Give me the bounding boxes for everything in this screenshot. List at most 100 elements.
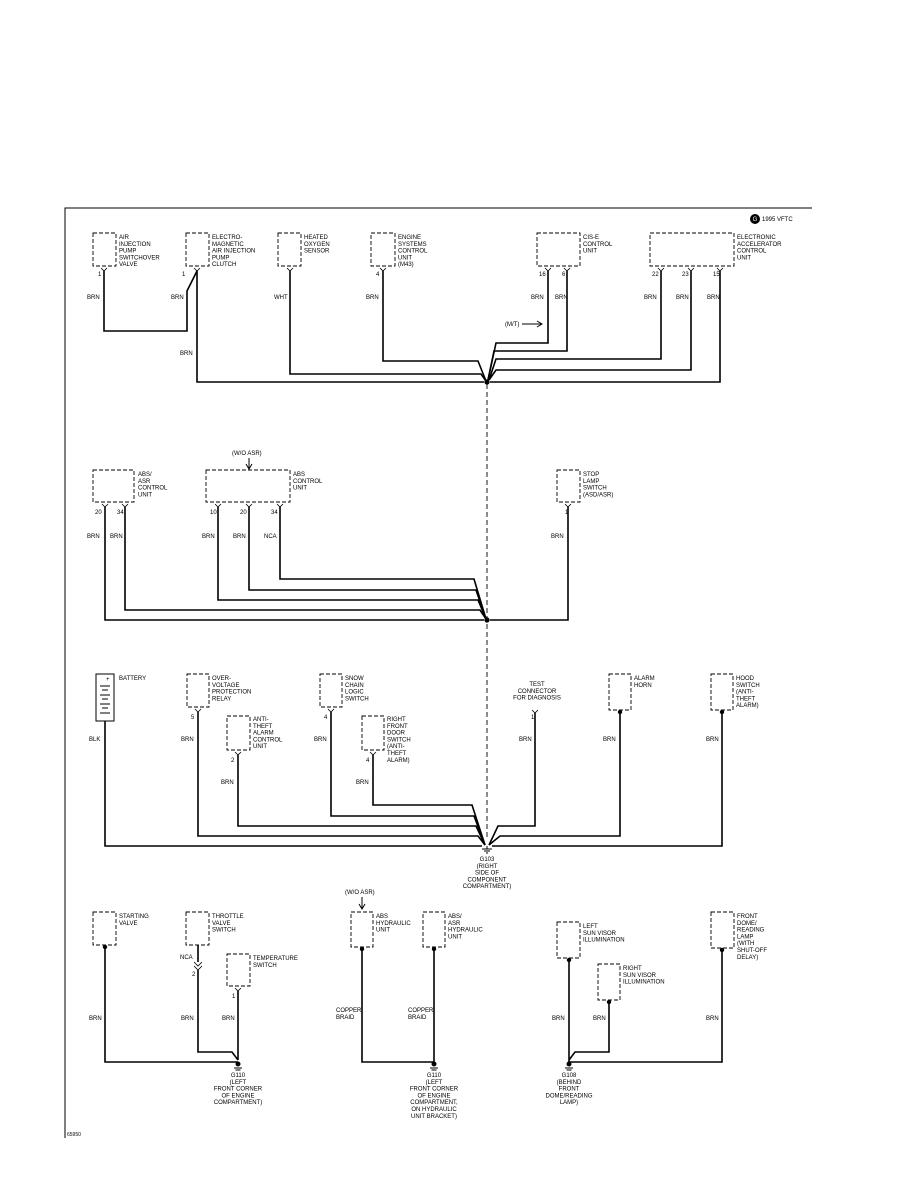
abs-asr-control-unit[interactable] — [92, 469, 135, 503]
throttle-valve-switch[interactable] — [185, 911, 210, 946]
engine-systems-control-unit[interactable] — [370, 232, 396, 267]
temperature-switch[interactable] — [226, 953, 251, 987]
label-line: (ANTI- — [387, 744, 405, 750]
wire-throttle[interactable] — [197, 945, 239, 1061]
pin-symbol — [100, 267, 724, 272]
label-line: AIR — [119, 235, 130, 241]
label-line: UNIT — [737, 255, 751, 261]
splice-1[interactable] — [484, 379, 490, 385]
label-line: FRONT — [559, 1087, 580, 1093]
antitheft-alarm-control-unit[interactable] — [226, 715, 251, 751]
stop-lamp-switch[interactable] — [556, 469, 581, 503]
label-line: CHAIN — [345, 683, 364, 689]
ground-g110-hyd-icon[interactable] — [430, 1061, 438, 1071]
wire-label-cise-b: BRN — [555, 295, 568, 301]
wire-starting-valve[interactable] — [104, 947, 238, 1063]
wire-battery[interactable] — [104, 721, 482, 847]
wire-abs-a[interactable] — [217, 507, 487, 620]
label-line: UNIT — [448, 934, 462, 940]
label-line: ALARM — [634, 676, 655, 682]
wire-abs-c[interactable] — [279, 507, 487, 620]
label-line: ALARM — [253, 731, 274, 737]
wire-abs-hydraulic[interactable] — [361, 949, 434, 1063]
label-line: HOOD — [736, 676, 755, 682]
label-line: FRONT CORNER — [214, 1087, 263, 1093]
label-line: CONNECTOR — [518, 689, 557, 695]
wire-overvoltage[interactable] — [197, 712, 486, 846]
electronic-accelerator-control-unit[interactable] — [649, 232, 735, 267]
splice-2[interactable] — [484, 617, 490, 623]
wire-acc-a[interactable] — [488, 271, 662, 381]
label-line: ALARM) — [387, 758, 410, 764]
ground-g103-icon[interactable] — [482, 846, 492, 854]
wire-acc-b[interactable] — [488, 271, 692, 381]
wire-em-clutch[interactable] — [196, 271, 484, 383]
label-line: CONTROL — [398, 249, 428, 255]
wire-test-conn[interactable] — [488, 713, 536, 846]
wire-eng[interactable] — [382, 271, 487, 382]
front-dome-reading-lamp[interactable] — [710, 911, 735, 949]
wire-antitheft[interactable] — [237, 755, 486, 846]
diagram-frame — [64, 207, 812, 1138]
ground-g110-icon[interactable] — [234, 1061, 242, 1071]
wire-label-acc-a: BRN — [644, 295, 657, 301]
label-line: SHUT-OFF — [737, 948, 767, 954]
right-sun-visor-illumination[interactable] — [597, 963, 621, 1001]
wire-dome[interactable] — [569, 950, 723, 1063]
wire-abs-b[interactable] — [248, 507, 487, 620]
battery[interactable] — [95, 673, 115, 722]
wire-air-pump[interactable] — [103, 270, 198, 332]
pin-asr-a: 20 — [95, 510, 102, 516]
air-pump-switchover-valve[interactable] — [92, 232, 117, 267]
abs-hydraulic-unit[interactable] — [350, 911, 374, 948]
wire-label-acc-c: BRN — [707, 295, 720, 301]
wire-front-door[interactable] — [372, 755, 486, 846]
wire-label-snow: BRN — [314, 737, 327, 743]
label-line: UNIT BRACKET) — [411, 1114, 457, 1120]
wire-abs-asr-b[interactable] — [124, 507, 487, 620]
label-line: SWITCH — [345, 696, 369, 702]
em-air-pump-clutch[interactable] — [185, 232, 210, 267]
wire-alarm-horn[interactable] — [488, 712, 621, 846]
heated-oxygen-sensor[interactable] — [277, 232, 302, 267]
overvoltage-protection-relay[interactable] — [186, 673, 210, 708]
abs-control-unit[interactable] — [205, 469, 291, 503]
test-connector[interactable] — [531, 709, 539, 714]
wire-stop-lamp[interactable] — [490, 507, 569, 621]
wire-o2[interactable] — [289, 271, 487, 382]
wire-right-visor[interactable] — [568, 1002, 610, 1061]
pin-acc-a: 22 — [652, 272, 659, 278]
note-wo-asr-2: (W/O ASR) — [232, 451, 262, 457]
label-line: SENSOR — [304, 249, 330, 255]
note-mt-arrow — [522, 320, 543, 328]
wire-hood[interactable] — [492, 712, 723, 847]
hood-switch[interactable] — [710, 673, 734, 711]
pin-em: 1 — [182, 272, 186, 278]
wire-abs-asr-a[interactable] — [104, 507, 484, 621]
starting-valve[interactable] — [92, 911, 117, 946]
ground-g108-icon[interactable] — [565, 1061, 573, 1071]
cise-control-unit[interactable] — [536, 232, 581, 267]
label-line: MAGNETIC — [212, 242, 244, 248]
snow-chain-logic-switch[interactable] — [319, 673, 343, 708]
right-front-door-switch[interactable] — [361, 715, 385, 751]
alarm-horn[interactable] — [608, 673, 632, 711]
abs-asr-hydraulic-unit[interactable] — [422, 911, 446, 948]
wire-cise-b[interactable] — [487, 271, 568, 381]
label-line: THROTTLE — [212, 914, 244, 920]
label-line: ANTI- — [253, 717, 269, 723]
pin-ant: 2 — [231, 758, 235, 764]
label-line: DOME/READING — [545, 1093, 592, 1099]
wire-snow-chain[interactable] — [330, 712, 486, 846]
pin-symbol — [234, 987, 242, 992]
label-line: CONTROL — [583, 242, 613, 248]
wire-acc-c[interactable] — [490, 271, 721, 383]
left-sun-visor-illumination[interactable] — [556, 921, 581, 959]
pin-acc-c: 15 — [713, 272, 720, 278]
